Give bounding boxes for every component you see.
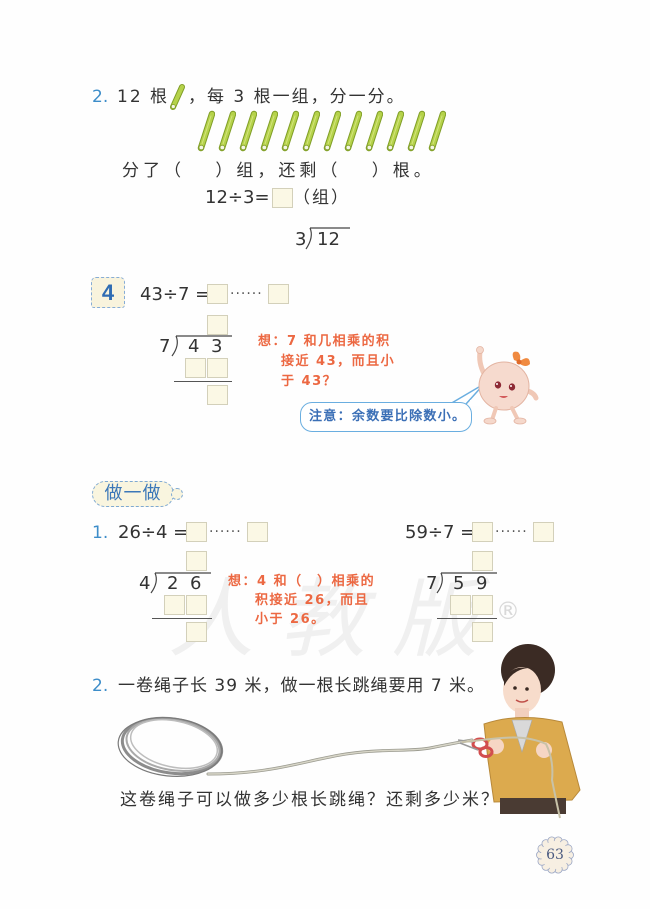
watermark: 人教版 xyxy=(168,570,504,670)
hint-line: 于 43？ xyxy=(281,374,338,389)
stick-icon xyxy=(365,110,383,152)
product-box[interactable] xyxy=(207,358,228,378)
remainder-dots: ······ xyxy=(230,286,263,302)
stick-icon xyxy=(218,110,236,152)
divisor: 4 xyxy=(139,573,151,594)
hint-line: 小于 26。 xyxy=(255,612,326,627)
product-box[interactable] xyxy=(472,595,493,615)
teacher-illustration xyxy=(457,644,581,819)
bubble-tail-cover xyxy=(470,400,480,406)
quotient-answer-box[interactable] xyxy=(186,522,207,542)
registered-mark: ® xyxy=(496,597,520,625)
stick-icon xyxy=(344,110,362,152)
quotient-box[interactable] xyxy=(207,315,228,335)
quotient-box[interactable] xyxy=(472,551,493,571)
divisor: 7 xyxy=(426,573,438,594)
quotient-box[interactable] xyxy=(186,551,207,571)
equation: 59÷7 = xyxy=(405,522,476,543)
hint-line: 想：4 和（ ）相乘的 xyxy=(228,574,376,589)
product-box[interactable] xyxy=(164,595,185,615)
stick-icon xyxy=(407,110,425,152)
division-bracket-icon xyxy=(150,572,211,594)
division-bracket-icon xyxy=(171,335,232,357)
badge-knob-icon xyxy=(171,488,183,500)
equation: 43÷7 = xyxy=(140,284,211,305)
remainder-box[interactable] xyxy=(186,622,207,642)
dividend-digit: 4 xyxy=(188,336,200,357)
dividend: 12 xyxy=(317,229,340,250)
division-bracket-icon xyxy=(436,572,497,594)
divisor: 7 xyxy=(159,336,171,357)
practice-badge-label: 做一做 xyxy=(104,483,162,504)
hint-line: 接近 43，而且小 xyxy=(281,354,396,369)
stick-icon xyxy=(260,110,278,152)
remainder-box[interactable] xyxy=(472,622,493,642)
dividend-digit: 2 xyxy=(167,573,179,594)
remainder-box[interactable] xyxy=(207,385,228,405)
stick-icon xyxy=(323,110,341,152)
subtraction-line xyxy=(437,618,497,619)
dividend-digit: 3 xyxy=(211,336,223,357)
question-text: 这卷绳子可以做多少根长跳绳？还剩多少米？ xyxy=(120,790,500,810)
item-number: 2. xyxy=(92,87,109,107)
stick-icon xyxy=(281,110,299,152)
stick-icon xyxy=(386,110,404,152)
sticks-row xyxy=(197,110,457,152)
practice-section-badge: 做一做 xyxy=(92,481,174,507)
stick-icon xyxy=(428,110,446,152)
mascot-character-icon xyxy=(476,346,539,425)
bubble-text: 注意：余数要比除数小。 xyxy=(309,409,467,424)
dividend-digit: 5 xyxy=(453,573,465,594)
dividend-digit: 9 xyxy=(476,573,488,594)
stick-icon xyxy=(239,110,257,152)
rope-coil-illustration xyxy=(117,716,474,777)
product-box[interactable] xyxy=(450,595,471,615)
unit-text: （组） xyxy=(293,188,350,208)
problem-text: 12 根 xyxy=(117,87,170,107)
hint-line: 积接近 26，而且 xyxy=(255,593,370,608)
product-box[interactable] xyxy=(185,358,206,378)
divisor: 3 xyxy=(295,229,307,250)
page-number: 63 xyxy=(546,847,564,863)
item-number: 2. xyxy=(92,676,109,696)
speech-bubble: 注意：余数要比除数小。 xyxy=(300,402,472,432)
stick-icon xyxy=(197,110,215,152)
item-number: 1. xyxy=(92,523,109,543)
problem-text: 一卷绳子长 39 米，做一根长跳绳要用 7 米。 xyxy=(118,676,486,696)
equation: 12÷3= xyxy=(205,187,270,208)
quotient-answer-box[interactable] xyxy=(207,284,228,304)
remainder-dots: ······ xyxy=(495,524,528,540)
problem-text: ，每 3 根一组，分一分。 xyxy=(188,87,406,107)
stick-icon xyxy=(170,84,185,110)
quotient-answer-box[interactable] xyxy=(472,522,493,542)
example-number: 4 xyxy=(101,280,115,305)
dividend-digit: 6 xyxy=(190,573,202,594)
subtraction-line xyxy=(152,618,212,619)
scalloped-badge-icon xyxy=(536,836,574,874)
product-box[interactable] xyxy=(186,595,207,615)
remainder-answer-box[interactable] xyxy=(268,284,289,304)
subtraction-line xyxy=(174,381,232,382)
division-bracket-icon xyxy=(305,227,350,250)
hint-line: 想：7 和几相乘的积 xyxy=(258,334,391,349)
question-text: 分了（ ）组，还剩（ ）根。 xyxy=(122,161,435,181)
remainder-answer-box[interactable] xyxy=(247,522,268,542)
stick-icon xyxy=(302,110,320,152)
page-number-badge: 63 xyxy=(536,836,574,874)
example-badge: 4 xyxy=(91,277,125,308)
remainder-dots: ······ xyxy=(209,524,242,540)
remainder-answer-box[interactable] xyxy=(533,522,554,542)
answer-box[interactable] xyxy=(272,188,293,208)
equation: 26÷4 = xyxy=(118,522,189,543)
